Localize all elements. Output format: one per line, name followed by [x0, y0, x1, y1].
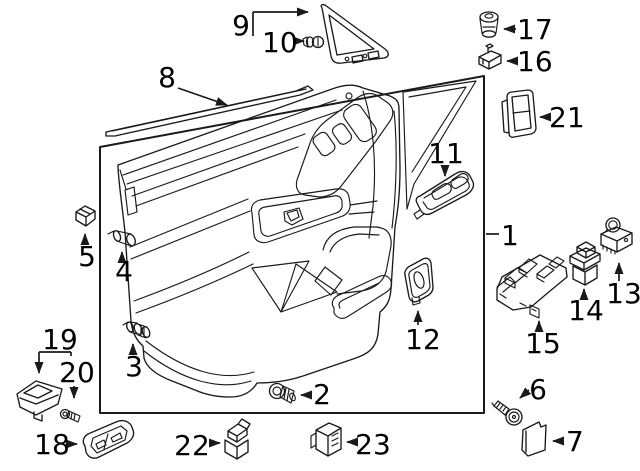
callout-18-label: 18 — [34, 428, 70, 461]
part-19-lamp-housing — [16, 380, 63, 422]
part-2-retainer-clip — [268, 382, 296, 404]
callout-9-label: 9 — [232, 9, 250, 42]
inner-handle-bezel — [250, 188, 378, 244]
callout-3-label: 3 — [125, 350, 143, 383]
callout-14-label: 14 — [568, 294, 604, 327]
window-sail — [402, 80, 477, 210]
callout-19-label: 19 — [42, 323, 78, 356]
part-18-lamp-lens — [82, 419, 135, 459]
callout-6-label: 6 — [529, 373, 547, 406]
callout-8-label: 8 — [158, 61, 176, 94]
callout-9-bracket — [252, 12, 308, 36]
part-3-retainer — [122, 321, 151, 339]
callout-22-label: 22 — [174, 429, 210, 462]
part-5-clip — [75, 205, 96, 227]
part-23-switch-blank — [310, 422, 342, 457]
right-roll-edges — [362, 90, 397, 239]
part-20-screw — [59, 408, 81, 423]
callout-1-label: 1 — [501, 219, 519, 252]
armrest-creases — [129, 198, 254, 314]
lower-right-pocket — [331, 275, 393, 319]
callout-6-arrow — [519, 387, 532, 399]
switch-console — [295, 92, 394, 198]
part-10-clip — [302, 35, 325, 49]
part-11-pull-handle-switch-bezel — [413, 170, 475, 220]
door-trim-panel-drawing — [117, 80, 477, 398]
screw-hole — [345, 92, 353, 100]
part-22-window-switch — [224, 418, 251, 460]
part-12-lock-knob-bezel — [404, 257, 434, 306]
callout-13-label: 13 — [606, 277, 640, 310]
callout-2-label: 2 — [313, 378, 331, 411]
callout-19-bracket — [39, 351, 72, 373]
console-cutout-small — [312, 131, 336, 157]
callout-11-label: 11 — [428, 137, 464, 170]
callout-5-label: 5 — [78, 240, 96, 273]
callout-17-label: 17 — [517, 13, 553, 46]
callout-15-label: 15 — [525, 327, 561, 360]
boundary-box — [99, 75, 485, 414]
part-6-screw — [491, 400, 523, 426]
callout-16-label: 16 — [517, 45, 553, 78]
callout-labels: 9 10 8 17 16 21 11 1 13 14 15 12 6 7 5 4… — [34, 9, 640, 462]
callout-12-label: 12 — [405, 323, 441, 356]
part-4-retainer — [107, 230, 136, 247]
callout-10-label: 10 — [262, 26, 298, 59]
part-15-window-switch-assembly — [496, 254, 568, 319]
console-cutout-large — [343, 103, 377, 143]
part-21-bezel-cover — [501, 89, 537, 138]
part-8-belt-weatherstrip — [105, 85, 314, 137]
callout-23-label: 23 — [355, 428, 391, 461]
part-7-cover-cap — [521, 421, 547, 457]
callout-8-arrow — [177, 87, 228, 106]
callout-20-label: 20 — [59, 356, 95, 389]
part-17-grommet-nut — [479, 11, 499, 38]
callout-7-label: 7 — [566, 425, 584, 458]
console-cutout-mid — [331, 123, 353, 145]
pocket-fold-lines — [251, 260, 343, 313]
bottom-lip-lines — [143, 340, 255, 386]
left-edge-tab — [119, 169, 138, 216]
window-sill-creases — [122, 99, 343, 207]
part-13-mirror-switch — [600, 217, 633, 255]
callout-4-label: 4 — [115, 255, 133, 288]
part-14-switch — [569, 241, 601, 286]
part-16-clip — [478, 43, 502, 70]
pull-cup-region — [322, 226, 392, 295]
callout-21-label: 21 — [549, 101, 585, 134]
callout-leaders — [39, 12, 624, 449]
part-9-mirror-trim-triangle — [320, 3, 389, 64]
